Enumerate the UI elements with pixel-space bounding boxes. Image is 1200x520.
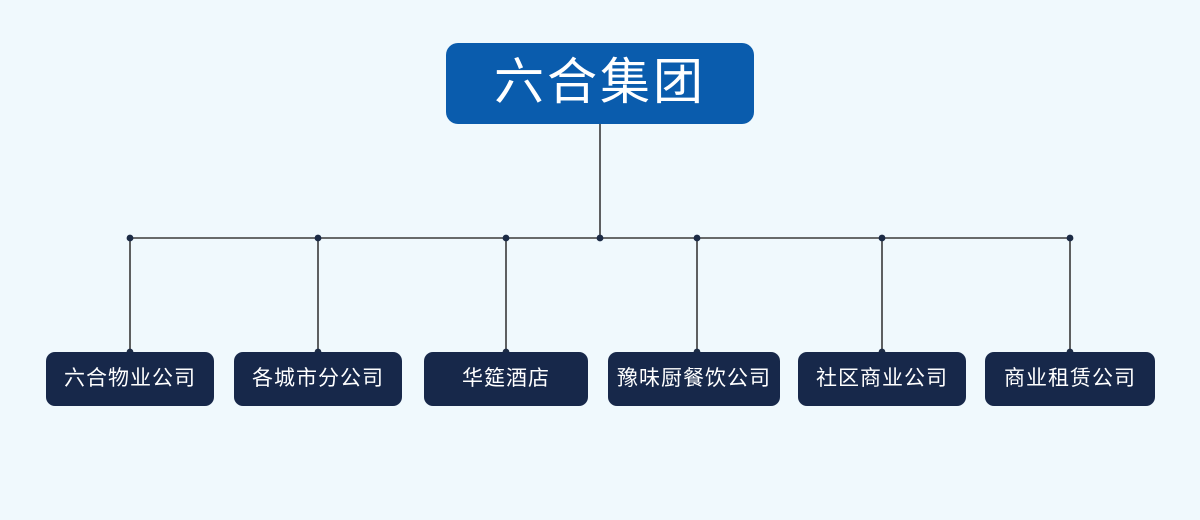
org-node-child-4-label: 豫味厨餐饮公司 xyxy=(617,365,771,390)
org-node-child-5[interactable]: 社区商业公司 xyxy=(798,352,966,406)
org-node-root-label: 六合集团 xyxy=(494,52,706,111)
org-node-child-6[interactable]: 商业租赁公司 xyxy=(985,352,1155,406)
org-node-child-1-label: 六合物业公司 xyxy=(64,365,196,390)
org-node-child-1[interactable]: 六合物业公司 xyxy=(46,352,214,406)
org-node-root[interactable]: 六合集团 xyxy=(446,43,754,124)
org-node-child-3-label: 华筵酒店 xyxy=(462,365,550,390)
org-node-child-4[interactable]: 豫味厨餐饮公司 xyxy=(608,352,780,406)
org-node-child-6-label: 商业租赁公司 xyxy=(1004,365,1136,390)
org-node-child-2[interactable]: 各城市分公司 xyxy=(234,352,402,406)
org-node-child-3[interactable]: 华筵酒店 xyxy=(424,352,588,406)
org-node-child-5-label: 社区商业公司 xyxy=(816,365,948,390)
org-node-child-2-label: 各城市分公司 xyxy=(252,365,384,390)
